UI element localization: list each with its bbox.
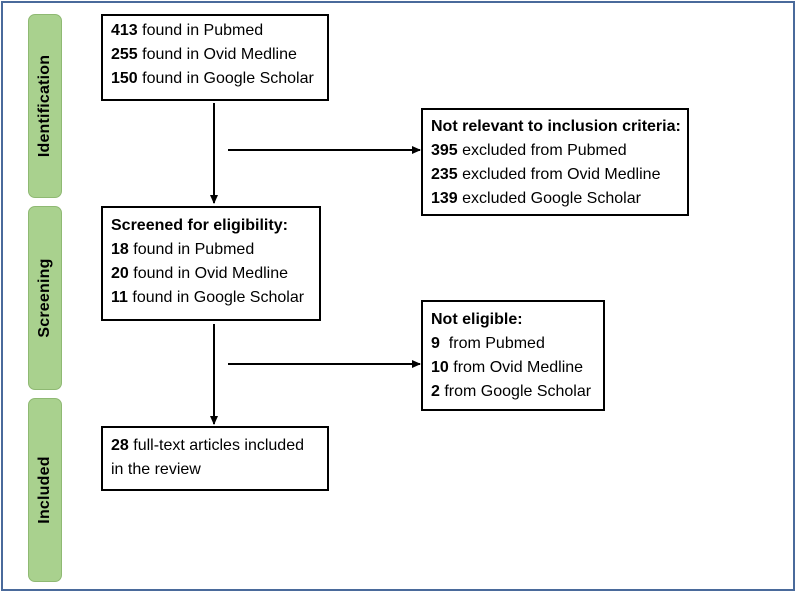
screened-heading: Screened for eligibility:	[111, 217, 288, 234]
not-relevant-box: Not relevant to inclusion criteria: 395 …	[421, 108, 689, 216]
not-relevant-line-scholar: 139 excluded Google Scholar	[431, 190, 641, 207]
identified-line-ovid: 255 found in Ovid Medline	[111, 46, 297, 63]
not-relevant-line-pubmed: 395 excluded from Pubmed	[431, 142, 627, 159]
not-eligible-line-pubmed: 9 from Pubmed	[431, 335, 545, 352]
screened-line-pubmed: 18 found in Pubmed	[111, 241, 255, 258]
not-eligible-line-scholar: 2 from Google Scholar	[431, 383, 592, 400]
not-relevant-line-ovid: 235 excluded from Ovid Medline	[431, 166, 661, 183]
identified-records-box: 413 found in Pubmed 255 found in Ovid Me…	[101, 14, 329, 101]
identified-line-pubmed: 413 found in Pubmed	[111, 22, 264, 39]
stage-identification: Identification	[28, 14, 62, 198]
not-eligible-box: Not eligible: 9 from Pubmed 10 from Ovid…	[421, 300, 605, 411]
not-eligible-line-ovid: 10 from Ovid Medline	[431, 359, 584, 376]
not-relevant-heading: Not relevant to inclusion criteria:	[431, 118, 681, 135]
not-eligible-heading: Not eligible:	[431, 311, 523, 328]
included-box: 28 full-text articles included in the re…	[101, 426, 329, 491]
included-line-2: in the review	[111, 461, 201, 478]
screened-box: Screened for eligibility: 18 found in Pu…	[101, 206, 321, 321]
screened-line-scholar: 11 found in Google Scholar	[111, 289, 305, 306]
stage-screening: Screening	[28, 206, 62, 390]
included-line-1: 28 full-text articles included	[111, 437, 304, 454]
identified-line-scholar: 150 found in Google Scholar	[111, 70, 314, 87]
stage-included: Included	[28, 398, 62, 582]
screened-line-ovid: 20 found in Ovid Medline	[111, 265, 288, 282]
